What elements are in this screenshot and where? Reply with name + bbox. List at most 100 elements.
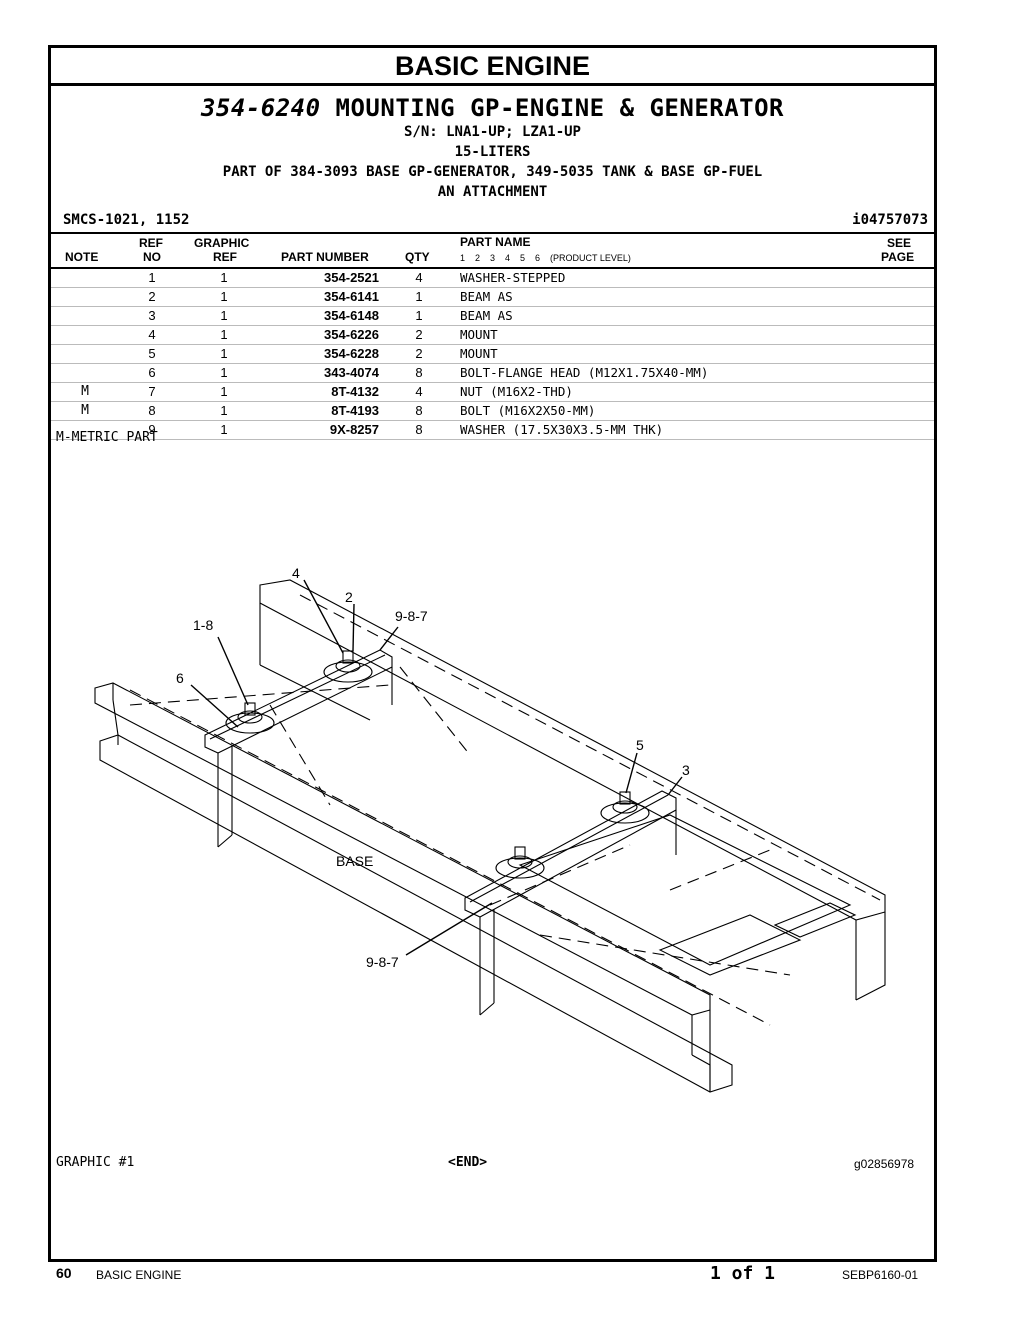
- row-graphic-ref: 1: [220, 308, 228, 323]
- row-part-number: 343-4074: [324, 365, 379, 380]
- col-part-name: PART NAME: [460, 235, 531, 249]
- callout-9-8-7-top: 9-8-7: [395, 608, 428, 624]
- metric-footnote: M-METRIC PART: [56, 430, 158, 445]
- serial-numbers: S/N: LNA1-UP; LZA1-UP: [403, 124, 581, 140]
- row-graphic-ref: 1: [220, 289, 228, 304]
- row-part-number: 354-6228: [324, 346, 379, 361]
- group-heading: 354-6240 MOUNTING GP-ENGINE & GENERATOR: [51, 94, 934, 122]
- callout-1-8: 1-8: [193, 617, 213, 633]
- col-see-bottom: PAGE: [881, 250, 915, 264]
- mount-3: [495, 846, 545, 879]
- col-qty: QTY: [405, 250, 430, 264]
- row-part-name: NUT (M16X2-THD): [460, 384, 573, 399]
- col-gref-bottom: REF: [213, 250, 237, 264]
- group-part-number: 354-6240: [200, 94, 321, 122]
- table-header: NOTE REF NO GRAPHIC REF PART NUMBER QTY …: [51, 232, 934, 269]
- row-part-name: BEAM AS: [460, 289, 513, 304]
- graphic-id: g02856978: [854, 1157, 915, 1171]
- table-row: 6 1 343-4074 8 BOLT-FLANGE HEAD (M12X1.75X40…: [51, 364, 934, 383]
- page-title: BASIC ENGINE: [51, 48, 934, 86]
- row-graphic-ref: 1: [220, 384, 228, 399]
- table-row: 5 1 354-6228 2 MOUNT: [51, 345, 934, 364]
- smcs-row: SMCS-1021, 1152 i04757073: [51, 208, 934, 232]
- footer-section: BASIC ENGINE: [96, 1268, 182, 1282]
- row-qty: 8: [415, 365, 423, 380]
- row-qty: 1: [415, 289, 423, 304]
- exploded-view-graphic: 4 2 9-8-7 1-8 6 5 3 BASE 9-8-7: [94, 565, 886, 1093]
- hidden-lines: [129, 594, 881, 1026]
- row-graphic-ref: 1: [220, 270, 228, 285]
- col-part-number: PART NUMBER: [281, 250, 369, 264]
- row-qty: 8: [415, 403, 423, 418]
- col-gref-top: GRAPHIC: [194, 236, 250, 250]
- floor-panel: [518, 814, 857, 976]
- row-ref-no: 3: [148, 308, 156, 323]
- row-graphic-ref: 1: [220, 365, 228, 380]
- page-frame: BASIC ENGINE 354-6240 MOUNTING GP-ENGINE…: [48, 45, 937, 1262]
- row-qty: 2: [415, 346, 423, 361]
- callout-5: 5: [636, 737, 644, 753]
- row-part-number: 8T-4193: [331, 403, 379, 418]
- row-part-name: MOUNT: [460, 327, 498, 342]
- page-of: 1 of 1: [710, 1263, 776, 1284]
- row-qty: 2: [415, 327, 423, 342]
- end-marker: <END>: [448, 1155, 488, 1170]
- table-row: 4 1 354-6226 2 MOUNT: [51, 326, 934, 345]
- mount-1: [225, 702, 275, 734]
- row-part-number: 354-6141: [324, 289, 379, 304]
- row-qty: 8: [415, 422, 423, 437]
- row-ref-no: 2: [148, 289, 156, 304]
- row-qty: 4: [415, 384, 423, 399]
- row-part-name: BEAM AS: [460, 308, 513, 323]
- page-number: 60: [56, 1265, 72, 1281]
- row-ref-no: 7: [148, 384, 156, 399]
- callout-2: 2: [345, 589, 353, 605]
- table-row: 3 1 354-6148 1 BEAM AS: [51, 307, 934, 326]
- row-note: M: [81, 403, 89, 418]
- table-row: 2 1 354-6141 1 BEAM AS: [51, 288, 934, 307]
- part-of-line: PART OF 384-3093 BASE GP-GENERATOR, 349-…: [222, 164, 763, 180]
- base-left-rail: [94, 682, 733, 1093]
- mount-4: [600, 791, 650, 824]
- col-ref-top: REF: [139, 236, 163, 250]
- row-part-number: 8T-4132: [331, 384, 379, 399]
- group-description: MOUNTING GP-ENGINE & GENERATOR: [335, 94, 785, 122]
- row-part-name: MOUNT: [460, 346, 498, 361]
- table-row: M 7 1 8T-4132 4 NUT (M16X2-THD): [51, 383, 934, 402]
- row-part-name: BOLT-FLANGE HEAD (M12X1.75X40-MM): [460, 365, 709, 380]
- mount-2: [323, 650, 373, 683]
- row-note: M: [81, 384, 89, 399]
- row-qty: 4: [415, 270, 423, 285]
- engine-size: 15-LITERS: [454, 144, 531, 160]
- row-ref-no: 4: [148, 327, 156, 342]
- row-part-name: WASHER (17.5X30X3.5-MM THK): [460, 422, 664, 437]
- base-right-rail: [259, 579, 886, 1001]
- row-part-number: 9X-8257: [329, 422, 379, 437]
- row-part-number: 354-6148: [324, 308, 379, 323]
- row-graphic-ref: 1: [220, 346, 228, 361]
- smcs-code: SMCS-1021, 1152: [63, 212, 190, 228]
- col-note: NOTE: [65, 250, 99, 264]
- callout-9-8-7-bottom: 9-8-7: [366, 954, 399, 970]
- illustration-id: i04757073: [852, 212, 928, 228]
- row-part-name: WASHER-STEPPED: [460, 270, 566, 285]
- row-ref-no: 1: [148, 270, 156, 285]
- row-ref-no: 5: [148, 346, 156, 361]
- attachment-line: AN ATTACHMENT: [437, 184, 548, 200]
- callout-6: 6: [176, 670, 184, 686]
- row-ref-no: 8: [148, 403, 156, 418]
- callout-base: BASE: [336, 853, 373, 869]
- doc-id: SEBP6160-01: [842, 1268, 919, 1282]
- row-graphic-ref: 1: [220, 327, 228, 342]
- row-part-number: 354-6226: [324, 327, 379, 342]
- callout-3: 3: [682, 762, 690, 778]
- row-qty: 1: [415, 308, 423, 323]
- row-ref-no: 6: [148, 365, 156, 380]
- col-see-top: SEE: [887, 236, 912, 250]
- beam-lower: [464, 790, 677, 1016]
- col-ref-bottom: NO: [143, 250, 161, 264]
